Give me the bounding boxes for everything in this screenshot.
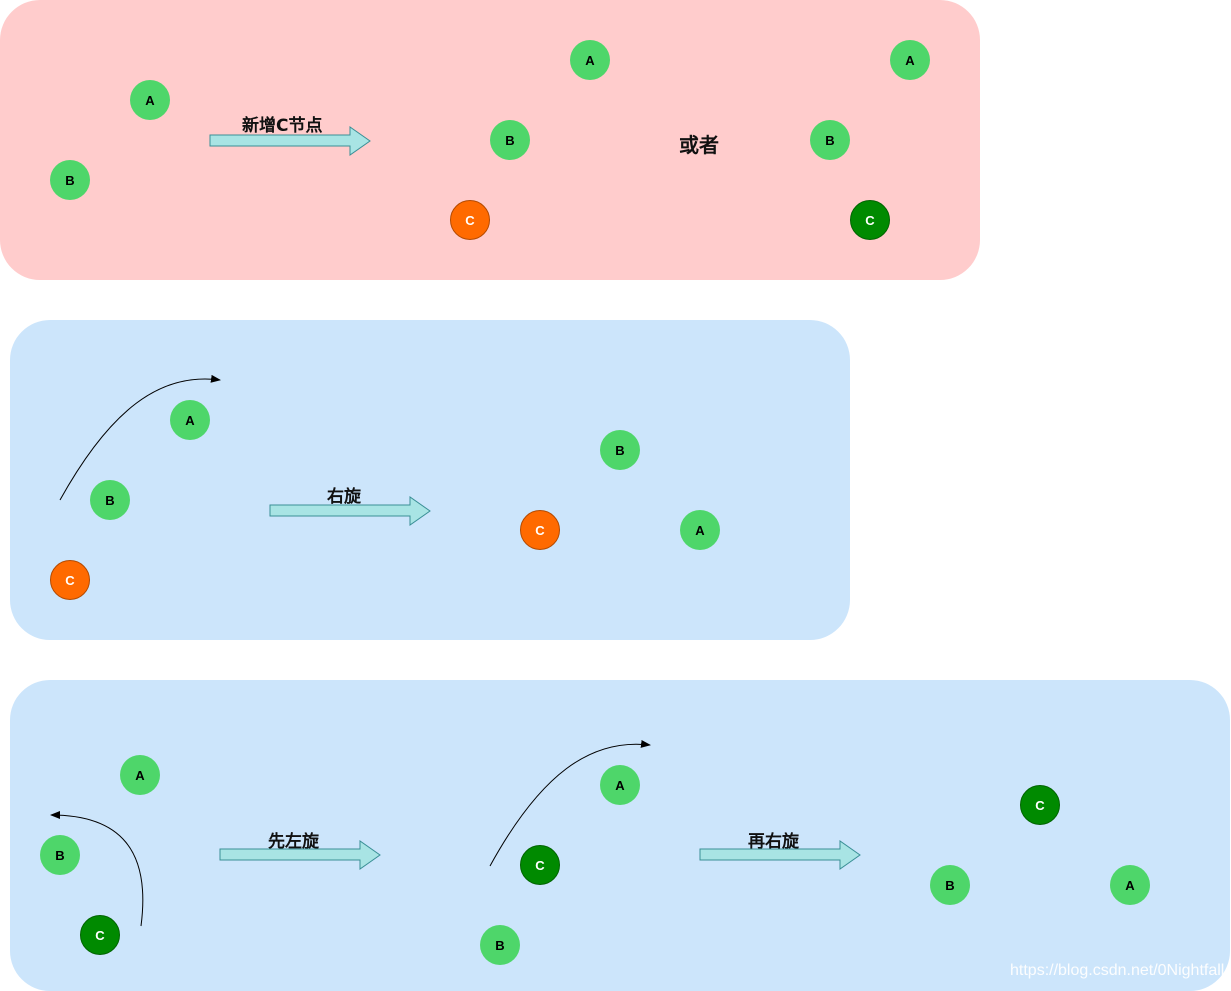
node-c: C [450, 200, 490, 240]
node-b: B [810, 120, 850, 160]
node-a: A [120, 755, 160, 795]
node-b: B [600, 430, 640, 470]
panel-left-right-rotate [10, 680, 1230, 991]
node-c: C [50, 560, 90, 600]
node-c: C [520, 510, 560, 550]
node-b: B [50, 160, 90, 200]
node-a: A [1110, 865, 1150, 905]
node-a: A [680, 510, 720, 550]
node-b: B [490, 120, 530, 160]
label-add-c: 新增C节点 [242, 116, 323, 136]
node-a: A [600, 765, 640, 805]
node-b: B [930, 865, 970, 905]
label-or: 或者 [679, 133, 719, 157]
panel-right-rotate [10, 320, 850, 640]
node-a: A [890, 40, 930, 80]
node-a: A [130, 80, 170, 120]
node-c: C [80, 915, 120, 955]
label-right-rotate: 右旋 [327, 487, 361, 507]
node-c: C [520, 845, 560, 885]
node-c: C [850, 200, 890, 240]
node-a: A [170, 400, 210, 440]
node-b: B [40, 835, 80, 875]
watermark: https://blog.csdn.net/0Nightfall [1010, 962, 1225, 979]
node-c: C [1020, 785, 1060, 825]
label-right-rotate-again: 再右旋 [748, 832, 799, 852]
node-a: A [570, 40, 610, 80]
node-b: B [90, 480, 130, 520]
node-b: B [480, 925, 520, 965]
label-left-rotate-first: 先左旋 [268, 832, 319, 852]
